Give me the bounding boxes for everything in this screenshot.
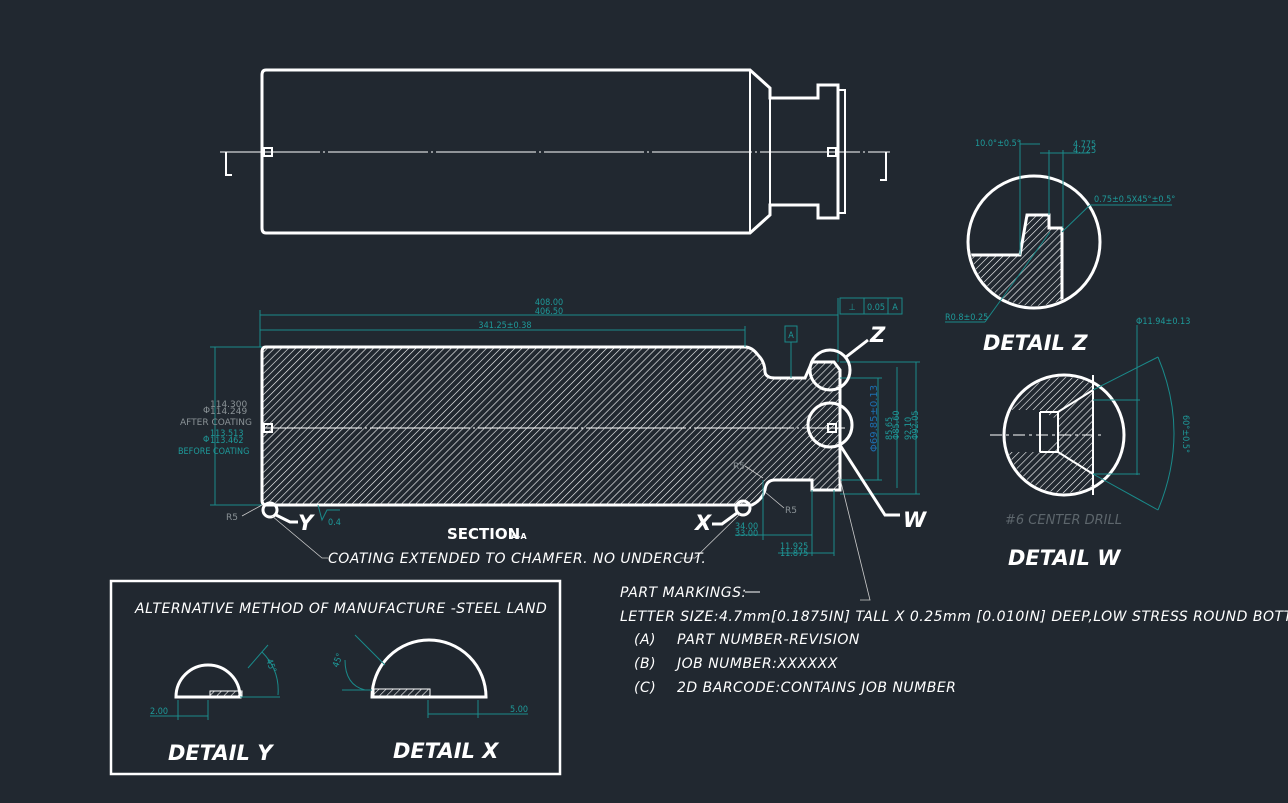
perpendicularity-symbol: ⊥ xyxy=(848,303,855,313)
dia-before-max: 113.513 xyxy=(210,429,243,439)
overall-length-max: 408.00 xyxy=(535,298,563,308)
perpendicularity-tolerance: 0.05 xyxy=(867,303,885,313)
flange-length-max: 11.925 xyxy=(780,542,808,552)
flange-length-min: 11.875 xyxy=(780,549,808,559)
detail-z-chamfer: 0.75±0.5X45°±0.5° xyxy=(1094,195,1175,205)
marking-text-c: 2D BARCODE:CONTAINS JOB NUMBER xyxy=(677,680,956,696)
dia-before-min: 113.462 xyxy=(210,436,243,446)
detail-z-width-min: 4.725 xyxy=(1073,146,1096,156)
detail-x-angle: 45° xyxy=(331,652,345,669)
dia-mid-min: Φ85.60 xyxy=(892,410,902,440)
before-coating-label: BEFORE COATING xyxy=(178,447,249,457)
dia-after-min: 114.249 xyxy=(210,407,247,417)
dia-flange-min: Φ92.05 xyxy=(911,410,921,440)
coating-note: COATING EXTENDED TO CHAMFER. NO UNDERCUT… xyxy=(328,551,706,567)
detail-w-dia: Φ11.94±0.13 xyxy=(1136,317,1190,327)
callout-x: X xyxy=(693,511,713,535)
dia-neck: Φ69.85±0.13 xyxy=(869,385,880,452)
section-view: 408.00 406.50 341.25±0.38 ⊥ 0.05 A A Φ 1… xyxy=(178,297,927,601)
detail-z-title: DETAIL Z xyxy=(983,331,1088,355)
radius-label-upper: R5 xyxy=(733,462,745,472)
dia-mid-max: 85.65 xyxy=(885,417,895,440)
detail-z-radius: R0.8±0.25 xyxy=(945,313,988,323)
body-length: 341.25±0.38 xyxy=(478,321,531,331)
detail-x-title: DETAIL X xyxy=(393,739,500,763)
section-title: SECTION xyxy=(447,525,520,543)
detail-w: Φ11.94±0.13 60°±0.5° #6 CENTER DRILL DET… xyxy=(990,317,1190,570)
radius-label-left: R5 xyxy=(226,513,238,523)
datum-label: A xyxy=(788,331,794,341)
detail-x-dim: 5.00 xyxy=(510,705,528,715)
dia-flange-max: 92.10 xyxy=(904,417,914,440)
dia-after-symbol: Φ xyxy=(203,406,210,416)
detail-z-width-max: 4.775 xyxy=(1073,140,1096,150)
datum-ref: A xyxy=(892,303,898,313)
alt-box-title: ALTERNATIVE METHOD OF MANUFACTURE -STEEL… xyxy=(134,601,547,617)
detail-z-angle: 10.0°±0.5° xyxy=(975,139,1021,149)
surface-finish: 0.4 xyxy=(328,518,341,528)
dia-before-symbol: Φ xyxy=(203,435,209,445)
neck-length-min: 33.00 xyxy=(735,529,758,539)
callout-w: W xyxy=(903,508,927,532)
neck-length-max: 34.00 xyxy=(735,522,758,532)
marking-key-a: (A) xyxy=(634,632,656,648)
radius-label-lower: R5 xyxy=(785,506,797,516)
part-markings: PART MARKINGS: LETTER SIZE:4.7mm[0.1875I… xyxy=(620,585,1288,696)
after-coating-label: AFTER COATING xyxy=(180,418,252,428)
letter-size: LETTER SIZE:4.7mm[0.1875IN] TALL X 0.25m… xyxy=(620,609,1288,625)
detail-w-note: #6 CENTER DRILL xyxy=(1005,513,1122,528)
overall-length-min: 406.50 xyxy=(535,307,563,317)
part-markings-heading: PART MARKINGS: xyxy=(620,585,747,601)
marking-text-a: PART NUMBER-REVISION xyxy=(677,632,860,648)
section-suffix: A-A xyxy=(511,532,528,541)
marking-key-c: (C) xyxy=(634,680,656,696)
callout-y: Y xyxy=(298,511,315,535)
callout-z: Z xyxy=(869,323,886,347)
alternative-method-box: ALTERNATIVE METHOD OF MANUFACTURE -STEEL… xyxy=(109,579,562,776)
marking-text-b: JOB NUMBER:XXXXXX xyxy=(674,656,838,672)
top-view xyxy=(220,68,890,235)
detail-w-title: DETAIL W xyxy=(1008,546,1121,570)
detail-y-angle: 45° xyxy=(263,658,277,675)
marking-key-b: (B) xyxy=(634,656,656,672)
detail-w-angle: 60°±0.5° xyxy=(1180,415,1190,453)
detail-y-dim: 2.00 xyxy=(150,707,168,717)
dia-after-max: 114.300 xyxy=(210,400,247,410)
detail-y-title: DETAIL Y xyxy=(168,741,274,765)
